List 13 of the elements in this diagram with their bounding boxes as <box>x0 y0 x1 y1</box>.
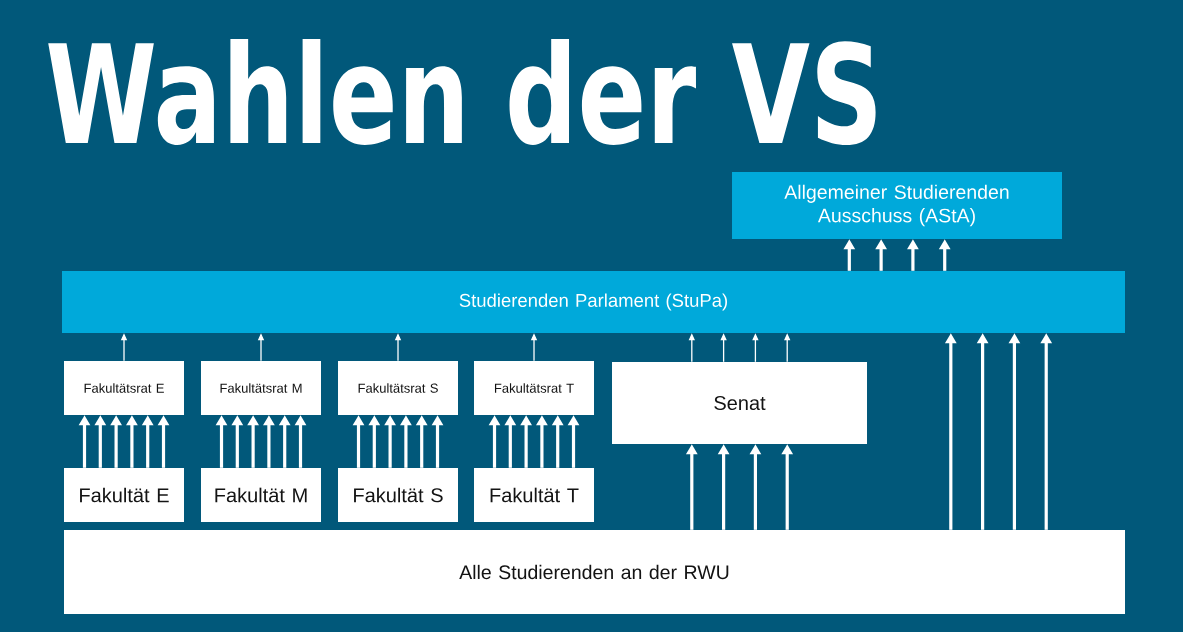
title: Wahlen der VS <box>48 38 876 145</box>
council-box: Fakultätsrat T <box>474 361 594 415</box>
senate-box: Senat <box>612 362 867 444</box>
faculty-box: Fakultät T <box>474 468 594 522</box>
faculty-box: Fakultät S <box>338 468 458 522</box>
council-box: Fakultätsrat E <box>64 361 184 415</box>
parliament-band: Studierenden Parlament (StuPa) <box>62 271 1125 333</box>
committee-box: Allgemeiner Studierenden Ausschuss (AStA) <box>732 172 1062 239</box>
council-box: Fakultätsrat M <box>201 361 321 415</box>
faculty-box: Fakultät E <box>64 468 184 522</box>
council-box: Fakultätsrat S <box>338 361 458 415</box>
student-body-band: Alle Studierenden an der RWU <box>64 530 1125 614</box>
faculty-box: Fakultät M <box>201 468 321 522</box>
